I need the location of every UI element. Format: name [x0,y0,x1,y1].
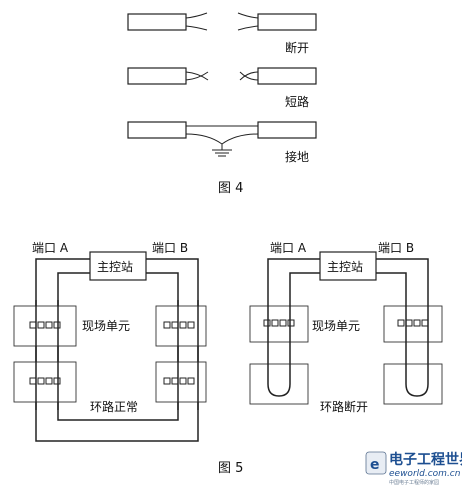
port-b-label: 端口 B [378,241,414,255]
eeworld-logo-icon [365,451,387,475]
wire-left-2 [185,25,208,31]
terminal-block [163,377,195,385]
label-open: 断开 [285,40,309,55]
wire-bottom-left [185,133,223,145]
field-unit-label: 现场单元 [312,319,360,333]
cable-short-row: 短路 [127,67,317,109]
right-inner-wire [376,272,407,290]
left-inner-wire [289,272,320,290]
terminal-block [29,321,61,329]
cable-body-left [127,121,187,139]
outer-loop-wire [35,258,199,442]
wire-right-1 [237,12,259,19]
figure-5-loop-normal: 端口 A 端口 B 主控站 [13,241,207,442]
cable-body-right [257,121,317,139]
field-unit-box [383,363,443,405]
watermark-site: eeworld.com.cn [389,469,461,479]
cable-open-row: 断开 [127,12,317,55]
field-unit-box [249,305,309,343]
label-ground: 接地 [285,149,309,164]
field-unit-box [13,361,77,403]
left-outer-wire [267,258,320,290]
eeworld-watermark: e 电子工程世界 eeworld.com.cn 中国电子工程师的家园 [365,451,462,486]
master-station-box [89,251,147,281]
field-unit-box [13,305,77,347]
svg-text:e: e [370,457,380,473]
inner-loop-wire [57,272,179,421]
watermark-brand: 电子工程世界 [389,451,462,468]
port-a-label: 端口 A [32,241,69,255]
cable-body-left [127,67,187,85]
wire-left-2 [185,71,209,81]
wire-bottom-right [221,133,259,145]
loopback-right [405,290,429,397]
field-unit-label: 现场单元 [82,319,130,333]
wire-left-1 [185,71,209,81]
wire-left-1 [185,12,208,19]
terminal-block [263,319,295,327]
figure-5-loop-broken: 端口 A 端口 B 主控站 现场单元 环路断开 [249,241,443,414]
wire-right-1 [239,71,259,81]
master-station-label: 主控站 [97,260,133,274]
loopback-left [267,290,291,397]
right-outer-wire [376,258,429,290]
cable-body-right [257,67,317,85]
wire-right-2 [239,71,259,81]
field-unit-box [383,305,443,343]
master-station-box [319,251,377,281]
terminal-block [29,377,61,385]
port-a-label: 端口 A [270,241,307,255]
caption-figure-4: 图 4 [218,181,243,196]
port-b-label: 端口 B [152,241,188,255]
watermark-tagline: 中国电子工程师的家园 [389,479,439,486]
loop-status-label: 环路正常 [90,399,138,414]
cable-body-right [257,13,317,31]
loop-status-label: 环路断开 [320,399,368,414]
terminal-block [163,321,195,329]
caption-figure-5: 图 5 [218,461,243,476]
wire-right-2 [237,25,259,31]
master-station-label: 主控站 [327,260,363,274]
figure-4: 断开 短路 接地 图 4 [127,12,317,196]
cable-body-left [127,13,187,31]
cable-ground-row: 接地 [127,121,317,164]
field-unit-box [249,363,309,405]
label-short: 短路 [285,94,309,109]
